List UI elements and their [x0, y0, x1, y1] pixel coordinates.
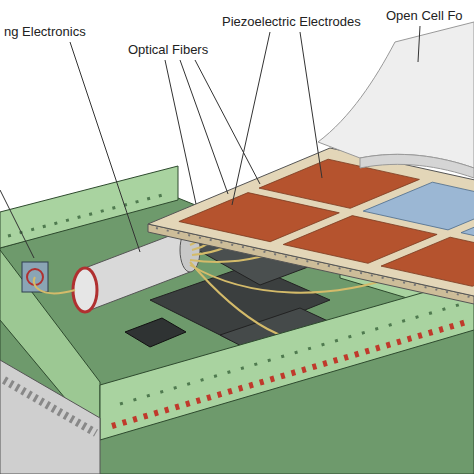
- wall-components: [120, 303, 465, 404]
- part-label: Optical Fibers: [128, 42, 208, 58]
- leader-line: [232, 32, 270, 205]
- open-cell-foam: [318, 22, 474, 168]
- optical-fiber: [34, 277, 75, 293]
- leader-lines: [0, 26, 420, 258]
- part-label: ng Electronics: [4, 24, 86, 40]
- cover-plate: [148, 148, 474, 296]
- front-wall: [100, 278, 474, 440]
- back-wall: [0, 166, 178, 248]
- wall-components: [8, 193, 170, 236]
- foam-edge: [360, 154, 474, 178]
- leader-line: [418, 26, 420, 62]
- edge-connector: [0, 360, 100, 474]
- connector-slots: [4, 380, 96, 433]
- leader-line: [195, 60, 260, 184]
- chip: [125, 318, 186, 347]
- electrode-grid: [179, 159, 474, 286]
- part-label: Piezoelectric Electrodes: [222, 14, 361, 30]
- leader-line: [300, 32, 322, 178]
- leader-line: [70, 42, 140, 252]
- part-label: Open Cell Fo: [386, 8, 463, 24]
- leader-line: [180, 60, 228, 194]
- leader-line: [165, 60, 196, 204]
- connector-pins: [112, 321, 470, 426]
- electrode: [363, 182, 474, 230]
- plate-screws: [156, 228, 470, 297]
- electrode: [461, 204, 474, 253]
- cylinder-body: [85, 228, 190, 312]
- leader-line: [0, 190, 34, 258]
- electrode: [381, 237, 474, 286]
- cylinder-ring: [73, 268, 97, 312]
